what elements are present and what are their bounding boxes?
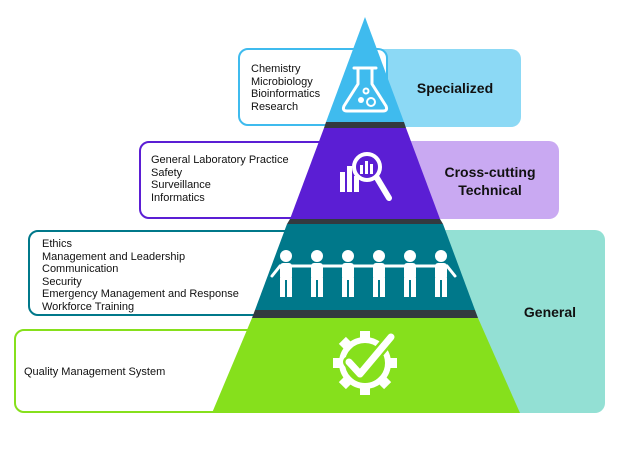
label-line: General: [523, 304, 577, 320]
list-item: Bioinformatics: [251, 88, 321, 101]
list-item: Security: [42, 275, 82, 288]
list-item: Surveillance: [151, 179, 211, 192]
list-item: Emergency Management and Response: [42, 288, 239, 301]
specialized-label: Specialized: [400, 79, 510, 97]
list-item: Research: [251, 100, 299, 113]
list-item: Quality Management System: [24, 366, 166, 378]
label-line: Specialized: [416, 80, 494, 96]
gear-check-icon: [333, 331, 397, 395]
general-label: General: [510, 303, 590, 321]
person-figure: [280, 250, 292, 297]
list-item: Ethics: [42, 238, 72, 250]
label-line: Cross-cutting: [444, 164, 536, 180]
tier-divider: [324, 122, 406, 128]
general-people-items-box: Ethics Management and Leadership Communi…: [28, 230, 298, 316]
people-chain-icon: [270, 249, 457, 298]
list-item: Chemistry: [251, 63, 301, 75]
label-line: Technical: [458, 182, 522, 198]
list-item: Informatics: [151, 191, 205, 204]
list-item: Microbiology: [251, 75, 313, 88]
magnifier-chart-icon: [340, 152, 392, 201]
tier-divider: [287, 219, 443, 224]
list-item: Workforce Training: [42, 300, 135, 313]
list-item: Safety: [151, 166, 183, 179]
tier-divider: [252, 310, 478, 318]
list-item: Communication: [42, 263, 119, 276]
list-item: Management and Leadership: [42, 250, 186, 263]
cross-cutting-technical-label: Cross-cutting Technical: [430, 163, 550, 199]
list-item: General Laboratory Practice: [151, 154, 289, 166]
flask-icon: [341, 66, 389, 113]
